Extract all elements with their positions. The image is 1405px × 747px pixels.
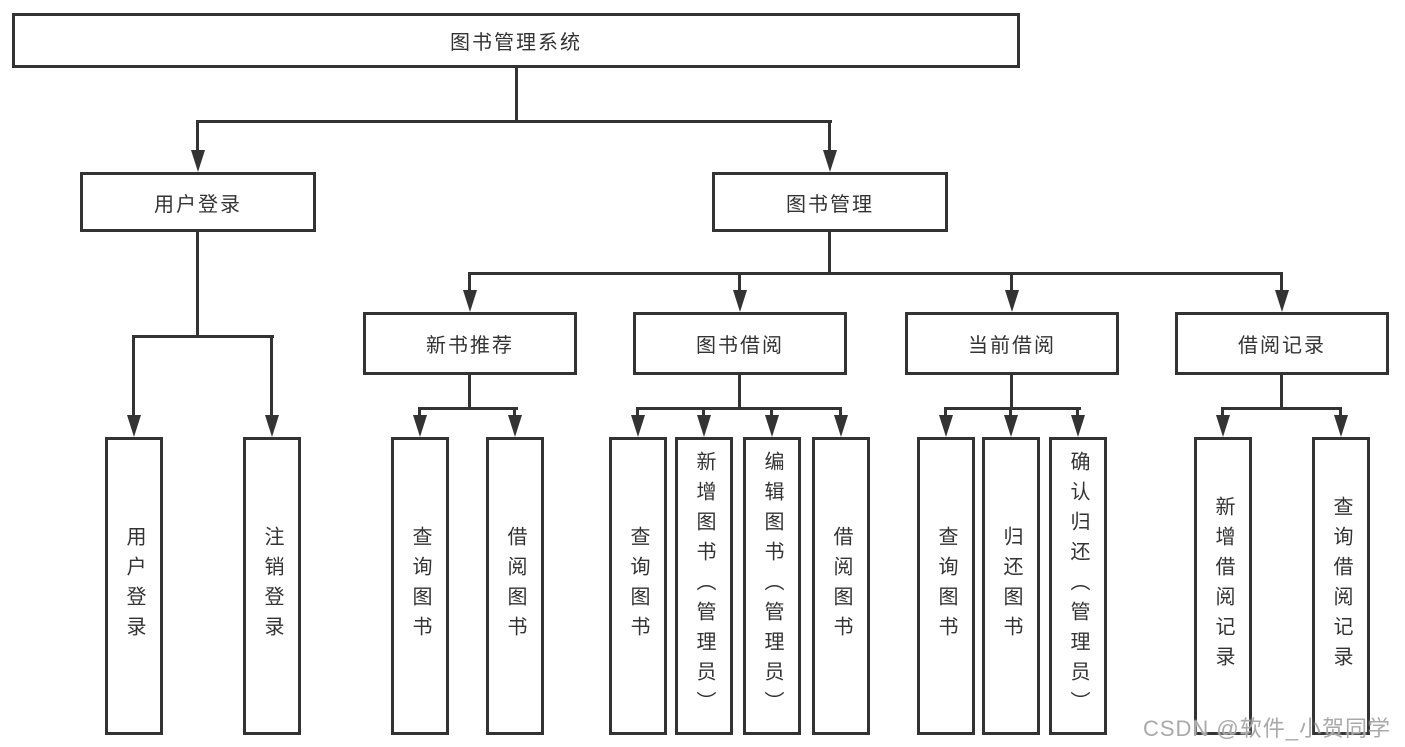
node-book-borrow: 图书借阅 xyxy=(633,312,847,375)
arrow-down xyxy=(733,290,747,312)
connector-stem-current-borrow xyxy=(1010,272,1013,292)
arrow-down xyxy=(127,415,141,437)
connector-stem-leaf xyxy=(1339,407,1342,418)
connector-stem-leaf xyxy=(636,407,639,418)
connector-borrow-records-trunk xyxy=(1280,375,1283,407)
arrow-down xyxy=(1334,415,1348,437)
connector-stem-leaf xyxy=(513,407,516,418)
node-new-book-recommend: 新书推荐 xyxy=(363,312,577,375)
arrow-down xyxy=(191,150,205,172)
arrow-down xyxy=(1216,415,1230,437)
connector-stem-leaf-user-login xyxy=(132,335,135,418)
connector-book-management-bar xyxy=(468,272,1283,275)
connector-book-borrow-bar xyxy=(636,407,842,410)
leaf-query-books-borrow: 查询图书 xyxy=(609,437,667,735)
node-book-management: 图书管理 xyxy=(712,172,948,232)
leaf-user-login: 用户登录 xyxy=(105,437,163,735)
arrow-down xyxy=(697,415,711,437)
arrow-down xyxy=(1005,290,1019,312)
arrow-down xyxy=(413,415,427,437)
leaf-edit-books-admin: 编辑图书（管理员） xyxy=(743,437,801,735)
arrow-down xyxy=(1004,415,1018,437)
leaf-borrow-books: 借阅图书 xyxy=(812,437,870,735)
connector-stem-book-management xyxy=(828,120,831,152)
node-library-management-system: 图书管理系统 xyxy=(12,13,1020,68)
connector-new-book-bar xyxy=(418,407,518,410)
connector-stem-leaf xyxy=(1076,407,1079,418)
leaf-logout-login: 注销登录 xyxy=(243,437,301,735)
connector-stem-borrow-records xyxy=(1280,272,1283,292)
connector-user-login-trunk xyxy=(196,232,199,335)
arrow-down xyxy=(265,415,279,437)
connector-stem-leaf xyxy=(702,407,705,418)
arrow-down xyxy=(939,415,953,437)
connector-stem-leaf xyxy=(944,407,947,418)
arrow-down xyxy=(823,150,837,172)
connector-stem-new-book xyxy=(468,272,471,292)
leaf-confirm-return-admin: 确认归还（管理员） xyxy=(1049,437,1107,735)
connector-root-trunk xyxy=(515,68,518,120)
connector-stem-leaf xyxy=(418,407,421,418)
connector-stem-leaf xyxy=(1221,407,1224,418)
connector-stem-user-login xyxy=(196,120,199,152)
leaf-query-borrow-record: 查询借阅记录 xyxy=(1312,437,1370,735)
connector-stem-book-borrow xyxy=(738,272,741,292)
connector-stem-leaf xyxy=(770,407,773,418)
arrow-down xyxy=(1071,415,1085,437)
leaf-add-books-admin: 新增图书（管理员） xyxy=(675,437,733,735)
connector-root-bar xyxy=(196,120,832,123)
connector-new-book-trunk xyxy=(468,375,471,407)
connector-stem-leaf-logout xyxy=(270,335,273,418)
arrow-down xyxy=(1275,290,1289,312)
connector-user-login-bar xyxy=(132,335,274,338)
leaf-query-books-recommend: 查询图书 xyxy=(391,437,449,735)
connector-borrow-records-bar xyxy=(1221,407,1342,410)
leaf-add-borrow-record: 新增借阅记录 xyxy=(1194,437,1252,735)
connector-stem-leaf xyxy=(1009,407,1012,418)
csdn-watermark: CSDN @软件_小贺同学 xyxy=(1142,716,1391,741)
arrow-down xyxy=(765,415,779,437)
arrow-down xyxy=(631,415,645,437)
arrow-down xyxy=(834,415,848,437)
connector-book-borrow-trunk xyxy=(738,375,741,407)
connector-stem-leaf xyxy=(839,407,842,418)
leaf-borrow-books-recommend: 借阅图书 xyxy=(486,437,544,735)
leaf-return-books: 归还图书 xyxy=(982,437,1040,735)
node-current-borrow: 当前借阅 xyxy=(905,312,1119,375)
connector-current-borrow-trunk xyxy=(1010,375,1013,407)
connector-book-management-trunk xyxy=(828,232,831,272)
node-user-login: 用户登录 xyxy=(80,172,316,232)
connector-current-borrow-bar xyxy=(944,407,1081,410)
arrow-down xyxy=(463,290,477,312)
leaf-query-books-current: 查询图书 xyxy=(917,437,975,735)
arrow-down xyxy=(508,415,522,437)
node-borrow-records: 借阅记录 xyxy=(1175,312,1389,375)
